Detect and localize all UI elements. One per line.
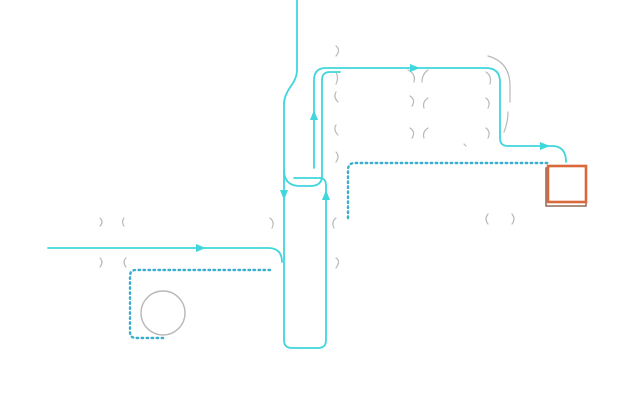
dotted-route-upper xyxy=(346,161,550,220)
curb-mark xyxy=(335,45,340,57)
curb-mark xyxy=(334,91,339,103)
curb-mark xyxy=(269,217,274,229)
destination-square[interactable] xyxy=(546,164,588,204)
roundabout-circle xyxy=(140,290,186,336)
curb-mark xyxy=(121,217,125,227)
curb-mark xyxy=(335,71,339,85)
curb-mark xyxy=(332,217,337,229)
route-north-loop[interactable] xyxy=(313,67,567,169)
curb-marks xyxy=(99,45,515,269)
curb-mark xyxy=(123,257,127,268)
arrow-south-icon xyxy=(280,190,288,200)
arrow-east-icon xyxy=(540,142,550,150)
dotted-routes xyxy=(128,161,550,340)
arrow-north-icon xyxy=(322,190,330,200)
arrow-north-icon xyxy=(310,110,318,120)
arrow-east-icon xyxy=(410,64,420,72)
dotted-route-lower xyxy=(128,268,272,340)
route-west-entry[interactable] xyxy=(47,247,283,263)
arrow-east-icon xyxy=(196,244,206,252)
curb-mark xyxy=(409,95,415,107)
curb-mark xyxy=(409,127,415,139)
curb-mark xyxy=(422,97,429,109)
route-north-trunk[interactable] xyxy=(283,0,327,349)
curb-mark xyxy=(485,127,490,139)
curb-mark xyxy=(407,69,415,83)
curb-mark xyxy=(463,143,467,147)
curb-mark xyxy=(485,213,489,225)
destination-marker[interactable] xyxy=(545,164,588,207)
curb-mark xyxy=(503,111,509,133)
direction-arrows xyxy=(196,64,550,252)
curb-mark xyxy=(335,257,340,269)
curb-mark xyxy=(487,55,511,103)
curb-mark xyxy=(485,71,492,85)
solid-routes xyxy=(47,0,567,349)
curb-mark xyxy=(485,97,490,109)
curb-mark xyxy=(99,257,103,268)
curb-mark xyxy=(421,69,429,83)
curb-mark xyxy=(334,124,339,136)
route-inner-left[interactable] xyxy=(283,71,341,187)
curb-mark xyxy=(422,127,429,139)
curb-mark xyxy=(99,217,103,227)
curb-mark xyxy=(511,213,515,225)
curb-mark xyxy=(335,151,339,163)
